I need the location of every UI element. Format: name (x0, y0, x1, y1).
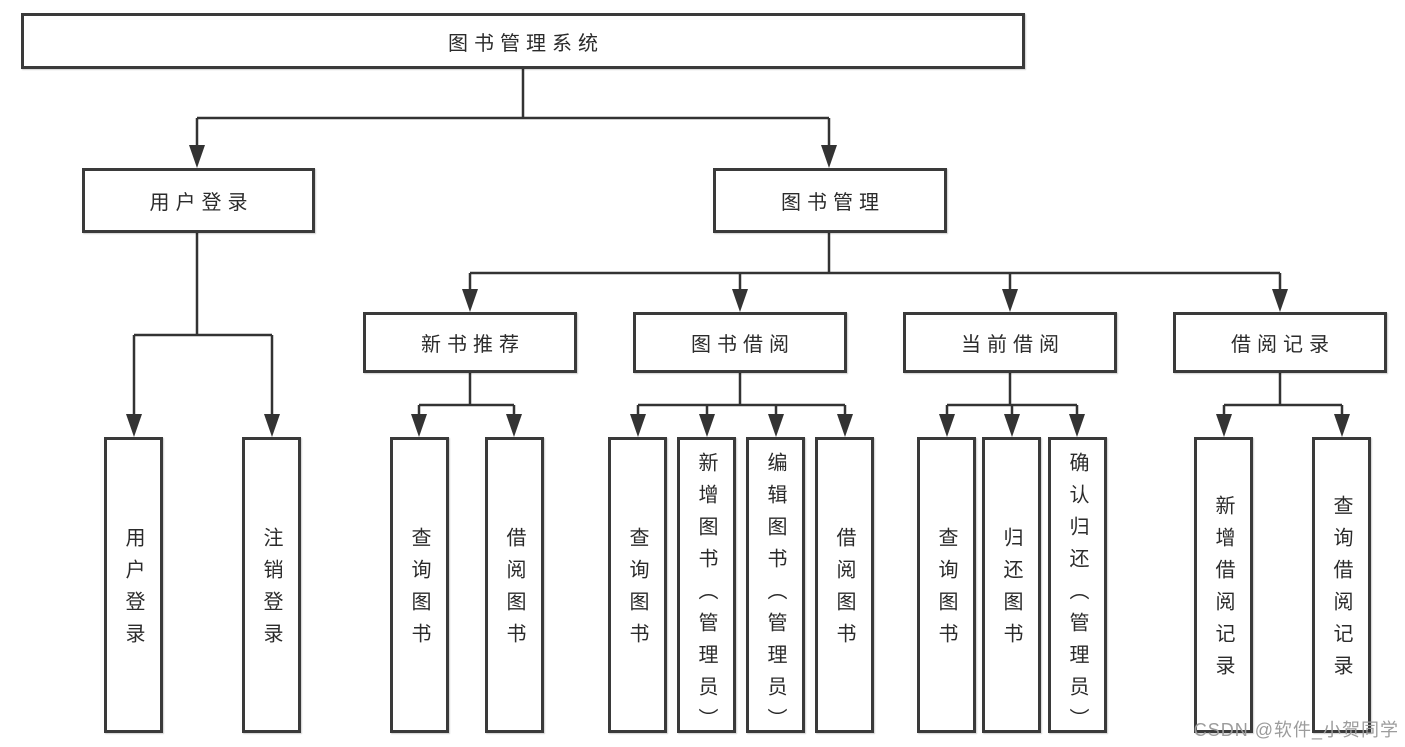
leaf-query-books-borrow: 查询图书 (608, 437, 667, 733)
leaf-add-book-admin: 新增图书（管理员） (677, 437, 736, 740)
leaf-edit-book-admin: 编辑图书（管理员） (746, 437, 805, 740)
leaf-user-login: 用户登录 (104, 437, 163, 733)
node-user-login: 用户登录 (82, 168, 315, 233)
leaf-return-book: 归还图书 (982, 437, 1041, 733)
leaf-logout: 注销登录 (242, 437, 301, 733)
leaf-query-books-recommend: 查询图书 (390, 437, 449, 733)
node-library-system: 图书管理系统 (21, 13, 1025, 69)
node-book-borrow: 图书借阅 (633, 312, 847, 373)
leaf-confirm-return-admin: 确认归还（管理员） (1048, 437, 1107, 740)
leaf-borrow-books-recommend: 借阅图书 (485, 437, 544, 733)
watermark-text: CSDN @软件_小贺同学 (1193, 720, 1399, 740)
leaf-query-borrow-record: 查询借阅记录 (1312, 437, 1371, 733)
node-new-book-recommend: 新书推荐 (363, 312, 577, 373)
node-current-borrow: 当前借阅 (903, 312, 1117, 373)
node-book-management: 图书管理 (713, 168, 947, 233)
leaf-query-books-current: 查询图书 (917, 437, 976, 733)
node-borrow-records: 借阅记录 (1173, 312, 1387, 373)
leaf-add-borrow-record: 新增借阅记录 (1194, 437, 1253, 733)
leaf-borrow-books: 借阅图书 (815, 437, 874, 733)
